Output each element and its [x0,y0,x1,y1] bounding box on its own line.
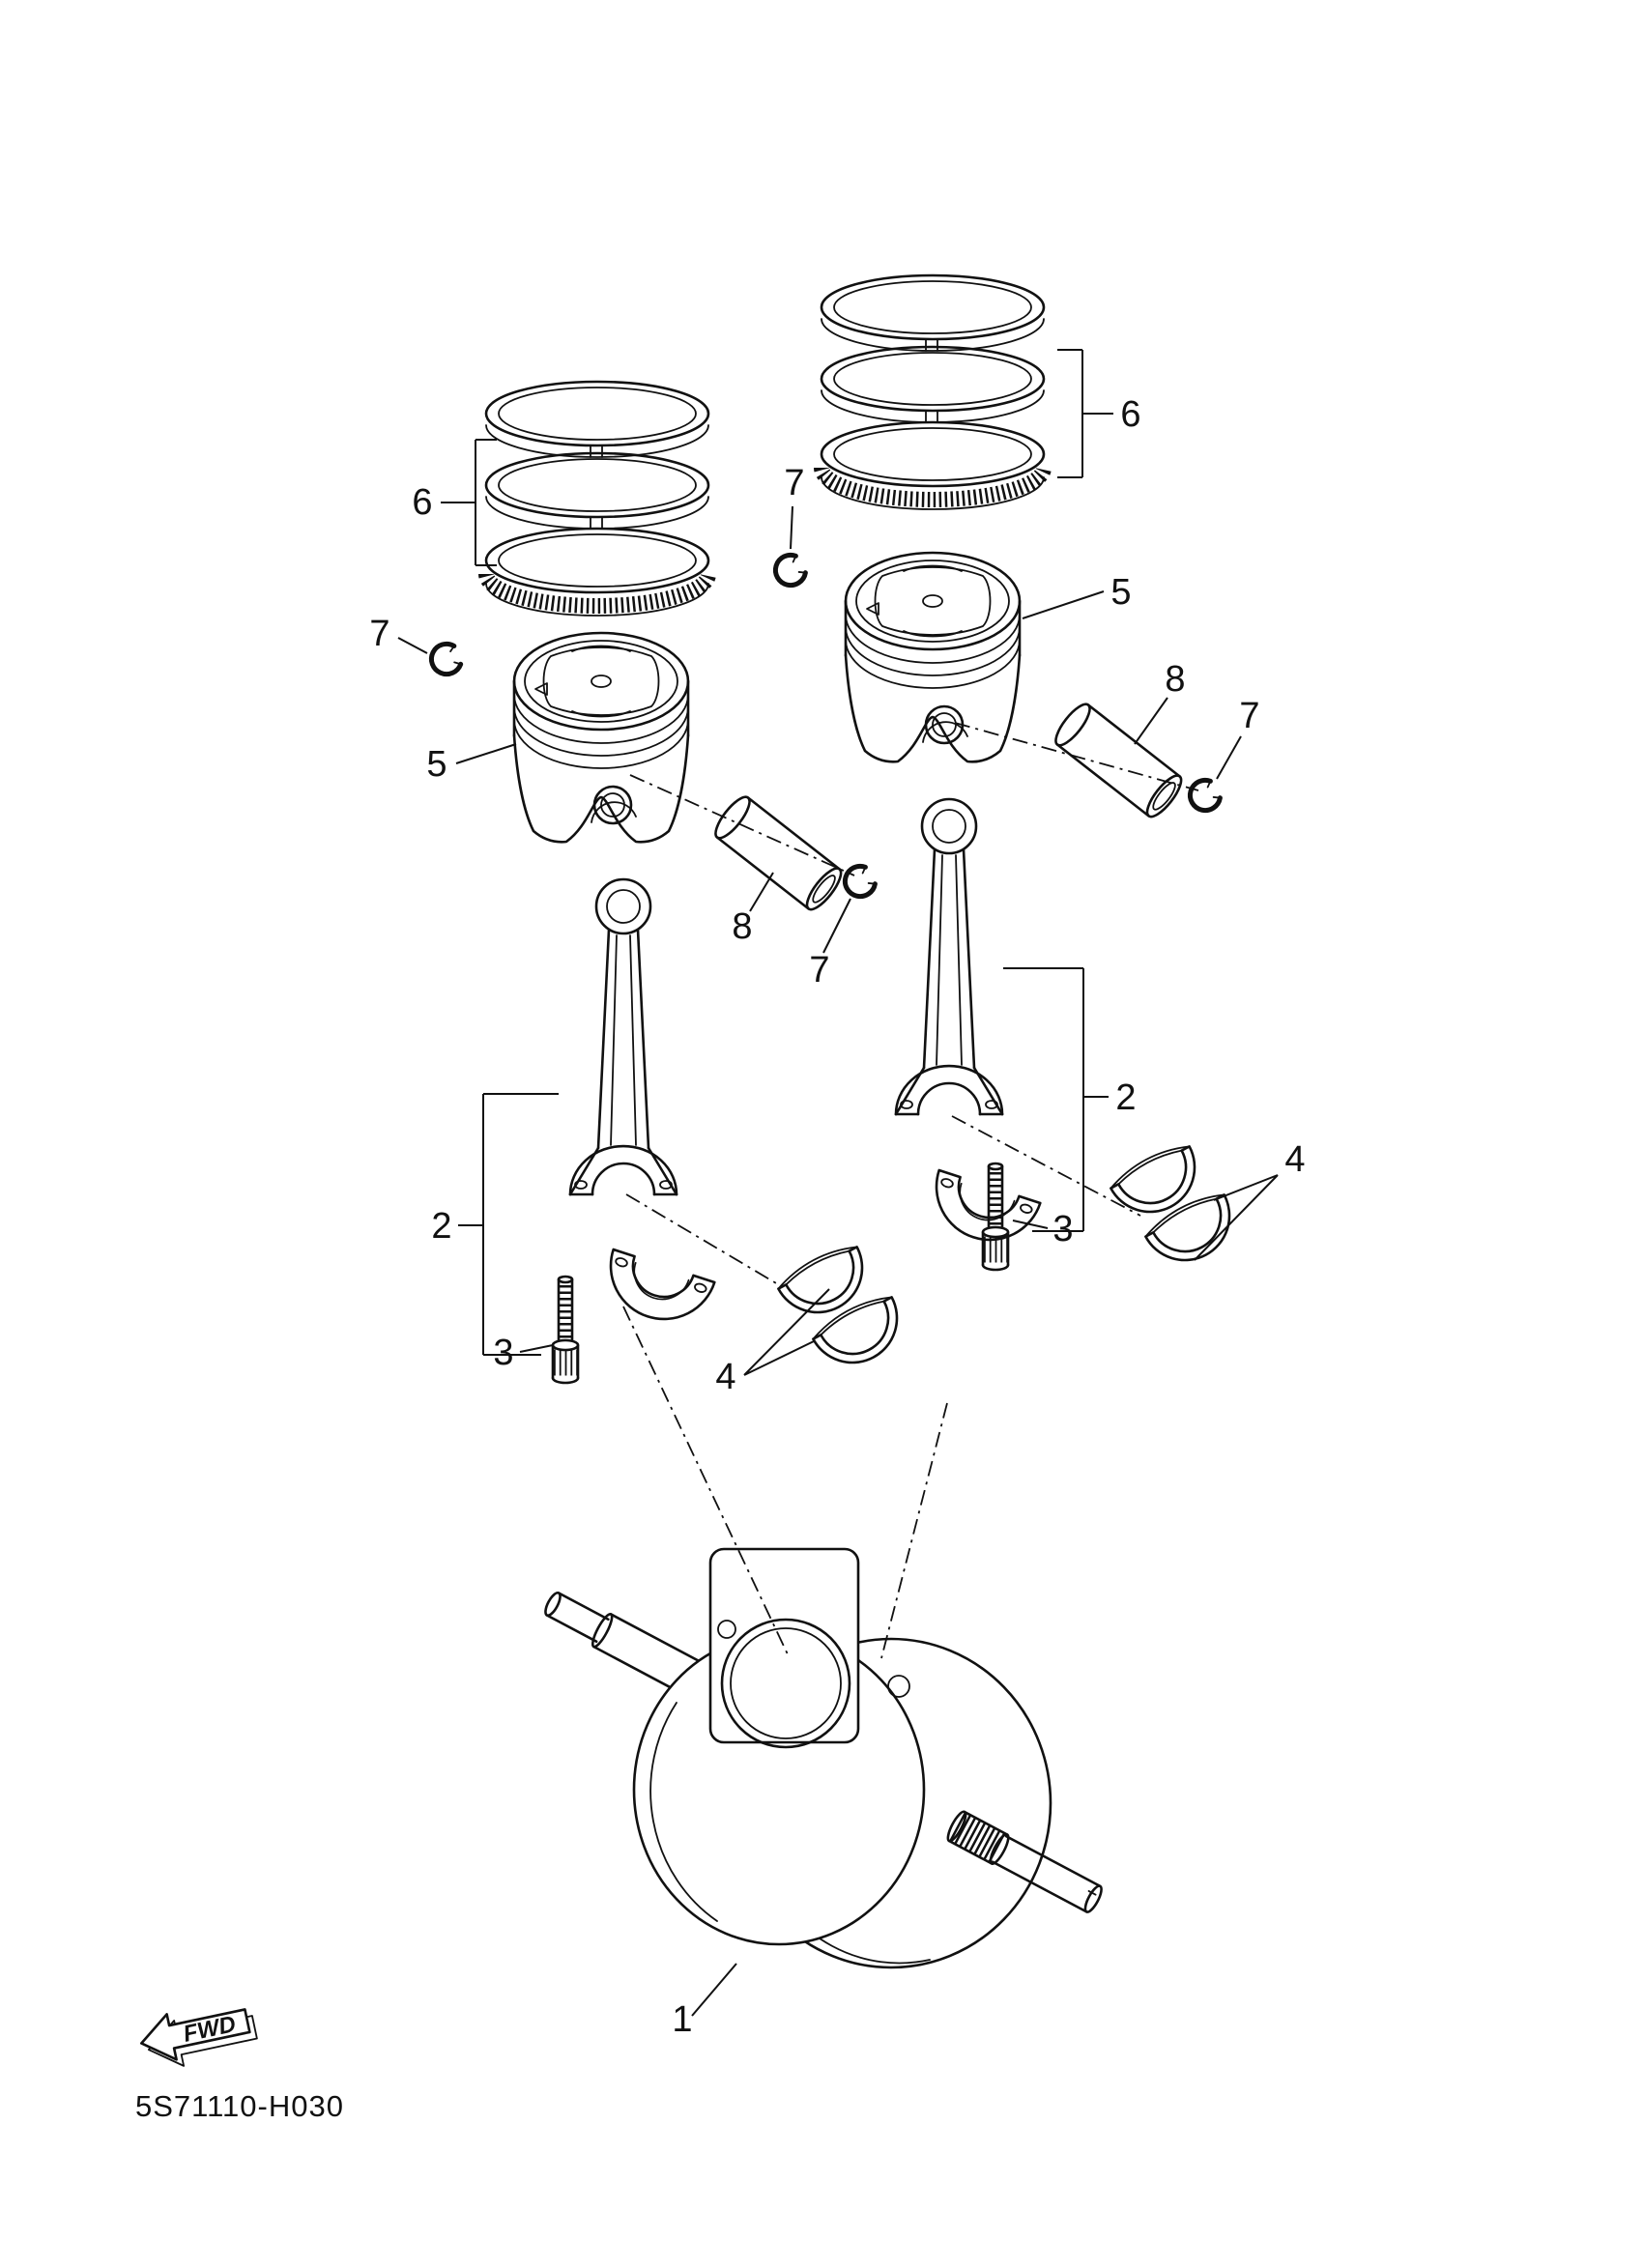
callout-2-left: 2 [431,1206,451,1247]
bearing-pair-right [1105,1137,1247,1278]
diagram-code: 5S71110-H030 [135,2089,344,2123]
fwd-arrow: FWD [140,2008,258,2067]
callout-6-right: 6 [1120,394,1140,435]
callout-8-right: 8 [1165,659,1185,700]
rod-cap-left [595,1248,716,1335]
callout-3-right: 3 [1052,1209,1073,1249]
callout-7-left: 7 [369,614,389,654]
callout-7-right: 7 [1239,696,1259,736]
leader-lines [397,349,1279,2017]
callout-3-left: 3 [493,1333,513,1373]
callout-5-right: 5 [1110,572,1131,613]
piston-pin-left [708,790,848,916]
crankshaft-right-journal [946,1810,1103,1913]
fwd-label: FWD [181,2011,238,2048]
connecting-rod-right [894,797,1004,1116]
piston-right [844,551,1022,763]
callout-2-right: 2 [1115,1077,1136,1118]
circlip-left [427,641,463,678]
crankshaft [544,1547,1103,1969]
callout-1: 1 [672,1999,692,2040]
piston-left [512,631,690,844]
piston-ring-set-left [486,382,708,616]
callouts: 6 6 7 7 7 7 5 5 8 8 2 2 3 3 4 4 1 [369,394,1305,2040]
circlip-top [770,551,808,590]
rod-bolt-left [553,1277,578,1383]
connecting-rod-left [568,877,678,1196]
circlip-right [1185,776,1223,816]
crankpin-journal [708,1547,910,1749]
piston-pin-right [1049,698,1188,823]
projection-lines [622,722,1199,1659]
callout-5-left: 5 [426,744,447,785]
callout-7-top: 7 [784,463,804,503]
bearing-pair-left [772,1238,914,1380]
callout-4-right: 4 [1284,1139,1305,1180]
callout-6-left: 6 [412,482,432,523]
callout-8-left: 8 [732,906,752,947]
circlip-middle [840,862,878,902]
callout-7-middle: 7 [809,950,829,990]
callout-4-left: 4 [715,1357,735,1397]
piston-ring-set-right [822,275,1044,509]
rod-cap-right [921,1168,1042,1255]
